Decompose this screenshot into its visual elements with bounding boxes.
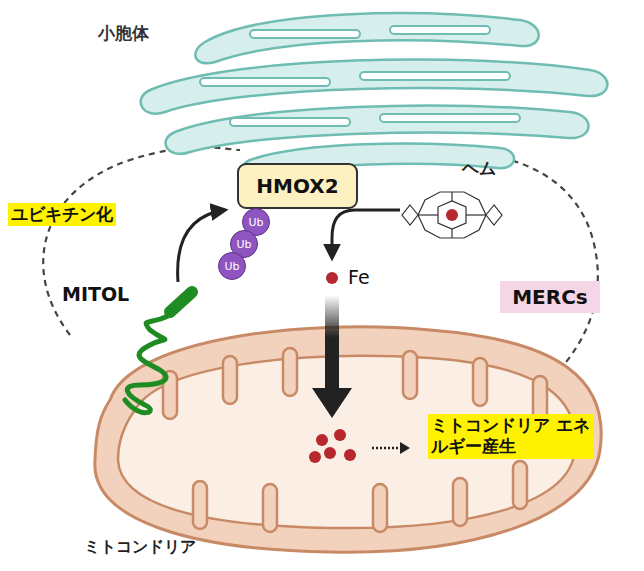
label-holder: ミトコンドリア エネルギー産生 [428, 414, 594, 459]
label-holder: MITOL [62, 283, 129, 305]
protein-label: MITOL [62, 283, 129, 305]
energy-arrow [372, 447, 400, 450]
organelle-label: 小胞体 [98, 23, 149, 43]
fe-dot [326, 272, 338, 284]
ubiquitination-arrow [178, 210, 225, 282]
mitol-protein [125, 292, 192, 413]
er-illustration [141, 13, 608, 176]
label-holder: ヘム [462, 157, 496, 180]
fe-import-shaft [325, 295, 339, 390]
node-text: Ub [236, 238, 251, 251]
label-holder: ユビキチン化 [8, 203, 116, 226]
energy-arrow-head [400, 442, 410, 454]
iron-cluster [309, 429, 356, 463]
heme-release-arrow [332, 210, 400, 258]
ubiquitin-circle: Ub [218, 252, 246, 280]
heme-iron [446, 209, 458, 221]
er-lumen [200, 26, 520, 126]
element-label: Fe [348, 266, 370, 288]
label-holder: Fe [348, 266, 370, 288]
label-holder: 小胞体 [98, 22, 149, 45]
outcome-label: ミトコンドリア エネルギー産生 [428, 414, 594, 459]
mitochondrion-outer [95, 327, 601, 552]
node-text: HMOX2 [256, 174, 338, 198]
heme-molecule [402, 192, 502, 238]
organelle-label: ミトコンドリア [84, 537, 196, 556]
node-text: MERCs [512, 285, 588, 309]
node-text: Ub [248, 216, 263, 229]
region-label-box: MERCs [500, 281, 600, 313]
label-holder: ミトコンドリア [84, 537, 196, 558]
fe-import-head [312, 388, 352, 418]
molecule-label: ヘム [462, 158, 496, 178]
node-text: Ub [224, 260, 239, 273]
process-label: ユビキチン化 [8, 203, 116, 226]
protein-box: HMOX2 [237, 163, 358, 209]
